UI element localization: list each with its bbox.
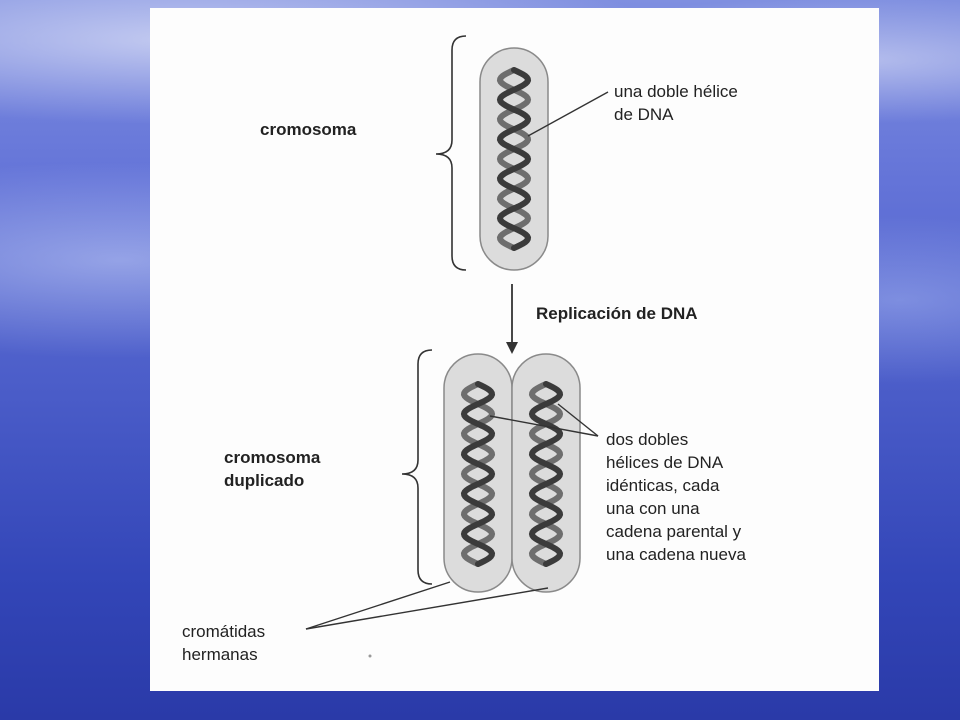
two-helices-label: dos dobles hélices de DNA idénticas, cad… [606,430,746,564]
dna-strand-back [460,381,496,567]
dna-strand-front [460,381,496,567]
duplicated-chromosome-label: cromosoma duplicado [224,448,321,490]
dna-double-helix-right [528,381,564,567]
helix-leader-line-right [557,403,599,437]
diagram-canvas [305,35,609,658]
chromosome-bracket [435,35,467,271]
chromosome-label: cromosoma [260,120,357,139]
diagram-panel: cromosoma una doble hélice de DNA Replic… [150,8,879,691]
dna-strand-back [528,381,564,567]
single-helix-label: una doble hélice de DNA [614,82,738,124]
dna-strand-front [496,67,532,251]
dna-double-helix-left [460,381,496,567]
chromosome-body [479,47,549,271]
dna-strand-back [496,67,532,251]
sister-chromatid-left [443,353,513,593]
dna-double-helix [496,67,532,251]
duplicated-bracket [401,349,433,585]
speck [368,654,372,658]
helix-leader-line-left [489,415,599,437]
sister-chromatids-label: cromátidas hermanas [182,622,266,664]
sister-chromatid-right [511,353,581,593]
helix-leader-line [527,91,609,137]
dna-strand-front [528,381,564,567]
chromatid-leader-line-right [305,587,549,630]
replication-arrow-head [506,342,518,354]
replication-label: Replicación de DNA [536,304,698,323]
chromatid-leader-line-left [305,581,451,630]
